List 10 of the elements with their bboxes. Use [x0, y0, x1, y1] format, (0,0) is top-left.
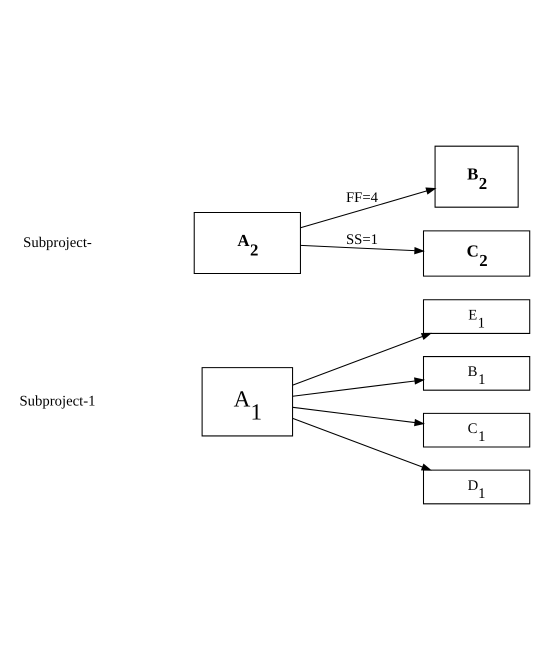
- arrow: [292, 418, 432, 471]
- label: Subproject-1: [19, 394, 96, 410]
- arrow: [300, 244, 425, 254]
- arrow: [292, 332, 432, 386]
- edge-label: SS=1: [346, 232, 378, 248]
- label: Subproject-: [23, 234, 92, 251]
- arrow: [292, 377, 425, 397]
- arrow: [300, 188, 437, 228]
- edge-label: FF=4: [346, 190, 378, 206]
- arrow: [292, 406, 425, 426]
